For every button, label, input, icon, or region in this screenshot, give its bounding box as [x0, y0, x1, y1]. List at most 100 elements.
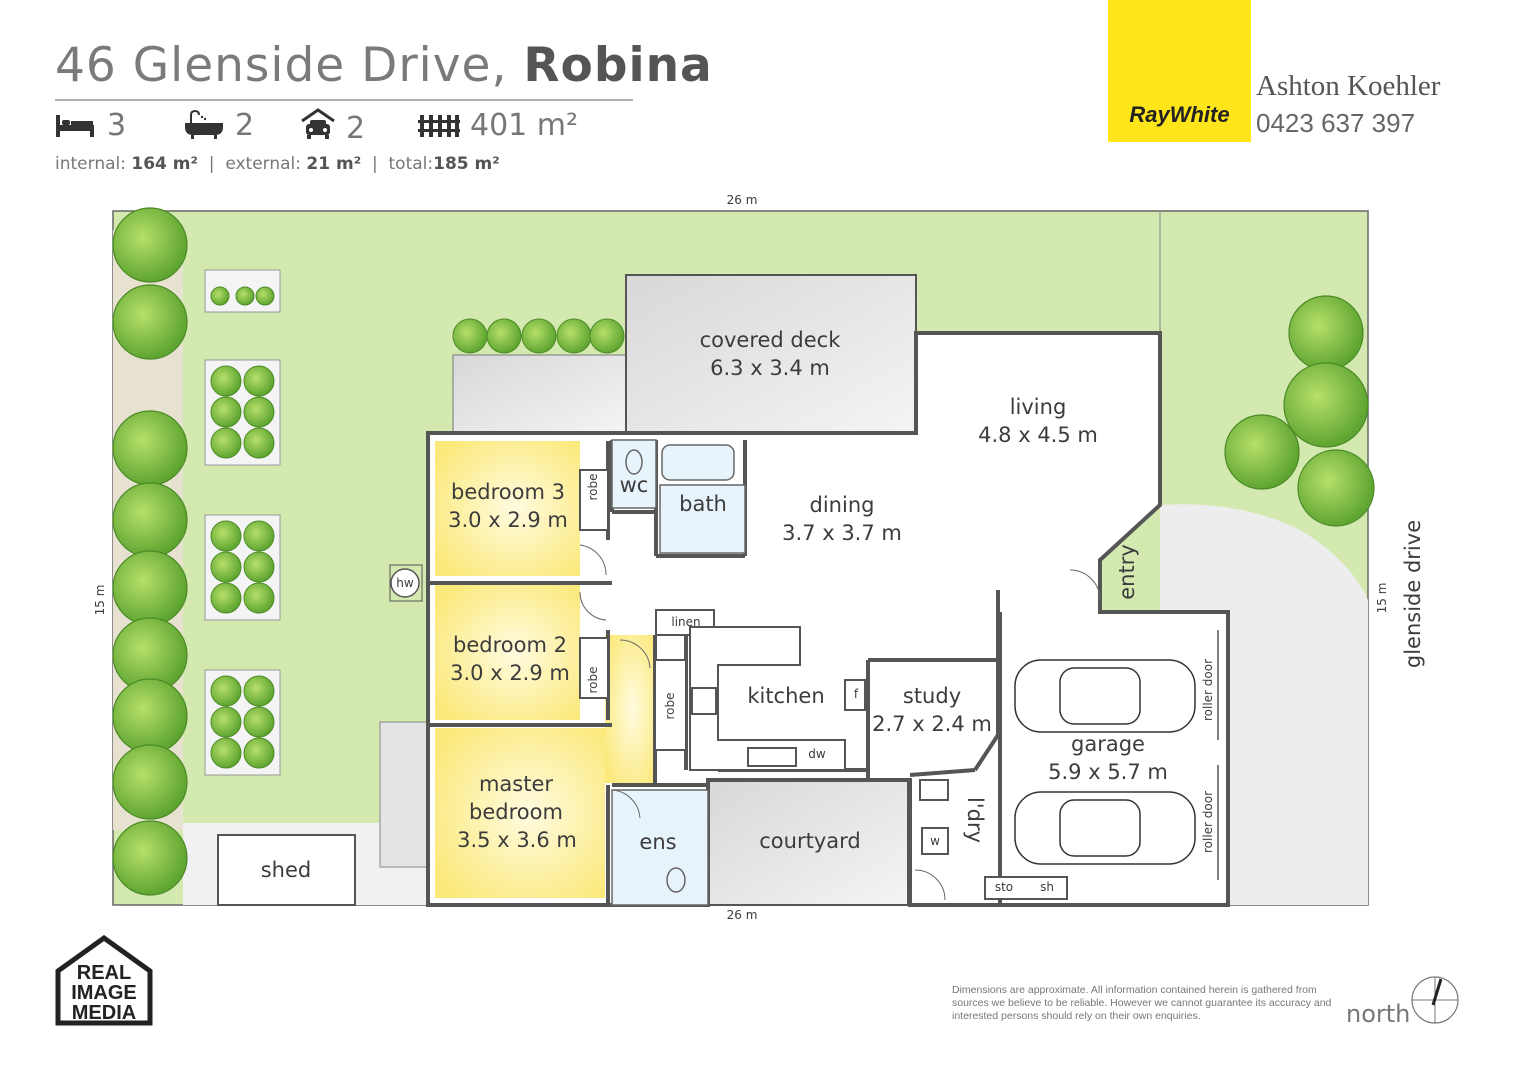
north-compass-icon [1411, 976, 1459, 1024]
bedroom3-name: bedroom 3 [451, 480, 565, 504]
raywhite-logo-box [1108, 0, 1251, 142]
side-path [379, 721, 431, 868]
covered-deck-size: 6.3 x 3.4 m [710, 356, 830, 380]
room-labels: covered deck 6.3 x 3.4 m living 4.8 x 4.… [261, 328, 1168, 882]
real-image-media-logo: REAL IMAGE MEDIA [54, 934, 154, 1031]
separator: | [208, 154, 215, 174]
bathrooms-count: 2 [235, 108, 255, 143]
dim-bottom: 26 m [727, 908, 758, 922]
house-outline-icon: REAL IMAGE MEDIA [55, 934, 153, 1026]
separator: | [371, 154, 378, 174]
laundry-fixtures [919, 779, 1068, 900]
covered-deck [625, 274, 917, 434]
kitchen-benches [689, 626, 866, 771]
bedroom2-name: bedroom 2 [453, 633, 567, 657]
disclaimer-text: Dimensions are approximate. All informat… [952, 984, 1332, 1022]
garage-size: 5.9 x 5.7 m [1048, 760, 1168, 784]
car-icons [1014, 659, 1196, 865]
ens-name: ens [639, 830, 676, 854]
linen-label: linen [671, 615, 700, 629]
hw-label: hw [396, 576, 414, 590]
bed-icon [56, 115, 94, 137]
patio-area [452, 354, 629, 434]
bedroom-2 [435, 585, 580, 720]
wc-name: wc [620, 473, 649, 497]
dining-name: dining [810, 493, 875, 517]
dim-left: 15 m [93, 585, 107, 616]
garage-name: garage [1071, 732, 1145, 756]
cars-stat: 2 [300, 108, 365, 146]
street-name: glenside drive [1401, 520, 1425, 668]
property-address: 46 Glenside Drive, Robina [55, 38, 713, 93]
laundry-name: l'dry [963, 797, 987, 843]
door-swings [579, 544, 1101, 901]
master-name2: bedroom [469, 800, 563, 824]
trees-left [112, 207, 188, 896]
logo-line1: REAL [77, 962, 131, 984]
shrubs [210, 286, 625, 769]
robe-label-bed2: robe [586, 666, 600, 693]
land-size-stat: 401 m² [418, 108, 578, 143]
fridge-label: f [854, 687, 859, 701]
fence-icon [418, 115, 460, 137]
covered-deck-name: covered deck [700, 328, 842, 352]
kitchen-name: kitchen [747, 684, 824, 708]
internal-label: internal: [55, 154, 126, 174]
title-divider [55, 99, 633, 101]
bath-name: bath [679, 492, 727, 516]
shelving-label: sh [1040, 880, 1054, 894]
bedroom-3 [435, 441, 580, 576]
entry-name: entry [1115, 544, 1139, 600]
external-value: 21 m² [306, 154, 362, 174]
total-value: 185 m² [433, 154, 500, 174]
roller-door-label-2: roller door [1201, 791, 1215, 853]
hot-water-unit [390, 568, 420, 598]
fixture-labels: robe robe robe linen hw f dw w sto sh ro… [396, 473, 1215, 894]
suburb: Robina [523, 38, 713, 93]
north-label: north [1346, 1000, 1411, 1028]
master-name1: master [479, 772, 553, 796]
bathtub-icon [185, 109, 223, 139]
bathrooms-stat: 2 [183, 108, 254, 143]
courtyard [707, 779, 909, 906]
roller-door-label-1: roller door [1201, 659, 1215, 721]
study-size: 2.7 x 2.4 m [872, 712, 992, 736]
dim-right: 15 m [1375, 583, 1389, 614]
shed-name: shed [261, 858, 312, 882]
washer-label: w [930, 834, 940, 848]
master-walkway [605, 635, 655, 783]
logo-line2: IMAGE [71, 982, 137, 1004]
courtyard-name: courtyard [759, 829, 860, 853]
external-label: external: [225, 154, 301, 174]
internal-value: 164 m² [131, 154, 198, 174]
bedrooms-count: 3 [107, 108, 127, 143]
total-label: total: [388, 154, 434, 174]
bedroom2-size: 3.0 x 2.9 m [450, 661, 570, 685]
floor-areas: internal: 164 m² | external: 21 m² | tot… [55, 154, 500, 174]
robe-label-bed3: robe [586, 473, 600, 500]
living-name: living [1010, 395, 1067, 419]
trees-right [1224, 295, 1375, 527]
dining-size: 3.7 x 3.7 m [782, 521, 902, 545]
bath-fixtures [611, 439, 746, 906]
dim-top: 26 m [727, 193, 758, 207]
living-size: 4.8 x 4.5 m [978, 423, 1098, 447]
raywhite-logo-text: RayWhite [1129, 102, 1230, 127]
agent-phone: 0423 637 397 [1256, 108, 1416, 138]
study-name: study [903, 684, 961, 708]
storage-label: sto [995, 880, 1013, 894]
street-address: 46 Glenside Drive, [55, 38, 508, 93]
land-size: 401 m² [470, 108, 579, 143]
dishwasher-label: dw [808, 747, 826, 761]
cars-count: 2 [346, 111, 366, 146]
logo-line3: MEDIA [72, 1002, 136, 1024]
robe-label-master: robe [663, 692, 677, 719]
bedroom3-size: 3.0 x 2.9 m [448, 508, 568, 532]
shed [217, 834, 356, 906]
agent-name: Ashton Koehler [1256, 70, 1441, 102]
master-bedroom [435, 728, 605, 898]
robes [579, 469, 715, 751]
bedrooms-stat: 3 [55, 108, 126, 143]
master-size: 3.5 x 3.6 m [457, 828, 577, 852]
